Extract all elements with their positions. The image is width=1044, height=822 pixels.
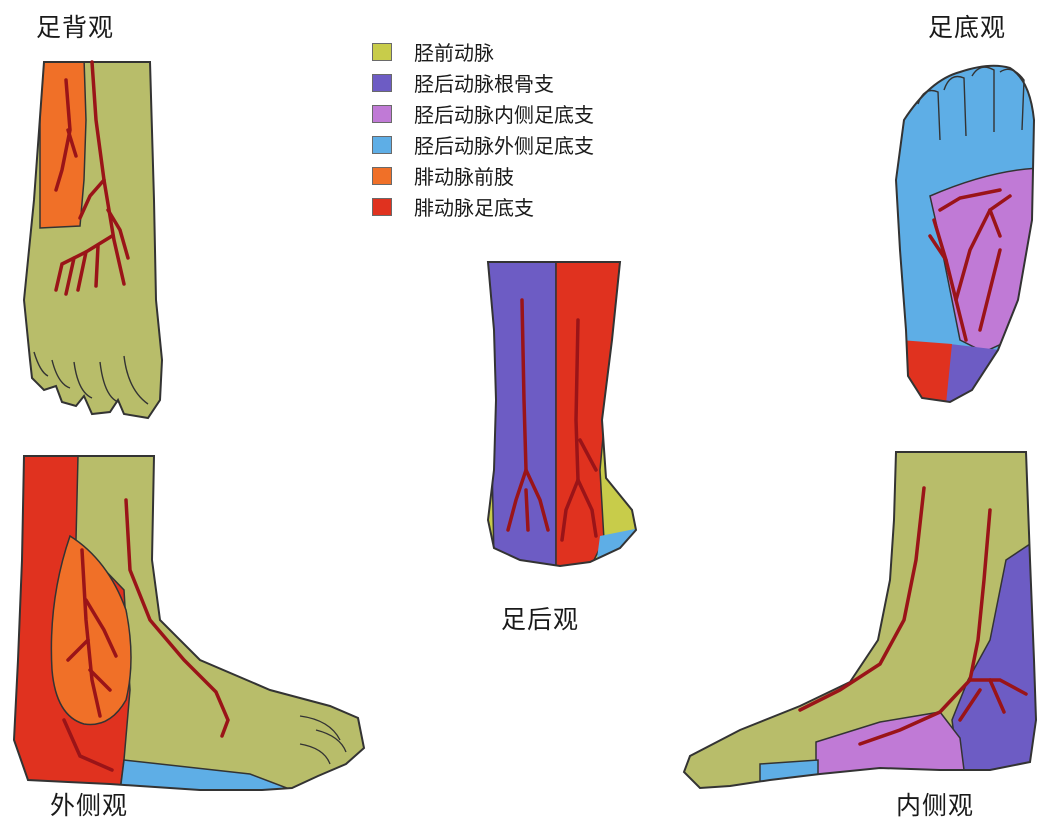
legend-label: 腓动脉足底支: [414, 192, 534, 221]
legend-swatch: [372, 198, 392, 216]
lateral-view-label: 外侧观: [50, 786, 128, 822]
medial-view-foot: [680, 448, 1040, 793]
legend: 胫前动脉 胫后动脉根骨支 胫后动脉内侧足底支 胫后动脉外侧足底支 腓动脉前肢 腓…: [372, 36, 594, 222]
legend-label: 腓动脉前肢: [414, 161, 514, 190]
legend-swatch: [372, 136, 392, 154]
legend-item: 胫后动脉内侧足底支: [372, 98, 594, 129]
lateral-view-foot: [10, 450, 370, 795]
plantar-view-label: 足底观: [928, 8, 1006, 44]
legend-item: 腓动脉足底支: [372, 191, 594, 222]
legend-swatch: [372, 167, 392, 185]
legend-label: 胫后动脉根骨支: [414, 68, 554, 97]
legend-swatch: [372, 105, 392, 123]
legend-swatch: [372, 74, 392, 92]
legend-label: 胫后动脉内侧足底支: [414, 99, 594, 128]
plantar-view-foot: [890, 55, 1040, 415]
legend-swatch: [372, 43, 392, 61]
dorsal-view-foot: [20, 55, 170, 425]
medial-view-label: 内侧观: [896, 786, 974, 822]
legend-item: 腓动脉前肢: [372, 160, 594, 191]
legend-item: 胫前动脉: [372, 36, 594, 67]
medial-lateral-plantar-region: [760, 760, 818, 788]
legend-item: 胫后动脉根骨支: [372, 67, 594, 98]
legend-label: 胫前动脉: [414, 37, 494, 66]
posterior-view-foot: [480, 255, 645, 575]
dorsal-peroneal-region: [40, 58, 86, 228]
dorsal-view-label: 足背观: [36, 8, 114, 44]
legend-item: 胫后动脉外侧足底支: [372, 129, 594, 160]
legend-label: 胫后动脉外侧足底支: [414, 130, 594, 159]
posterior-view-label: 足后观: [501, 600, 579, 636]
